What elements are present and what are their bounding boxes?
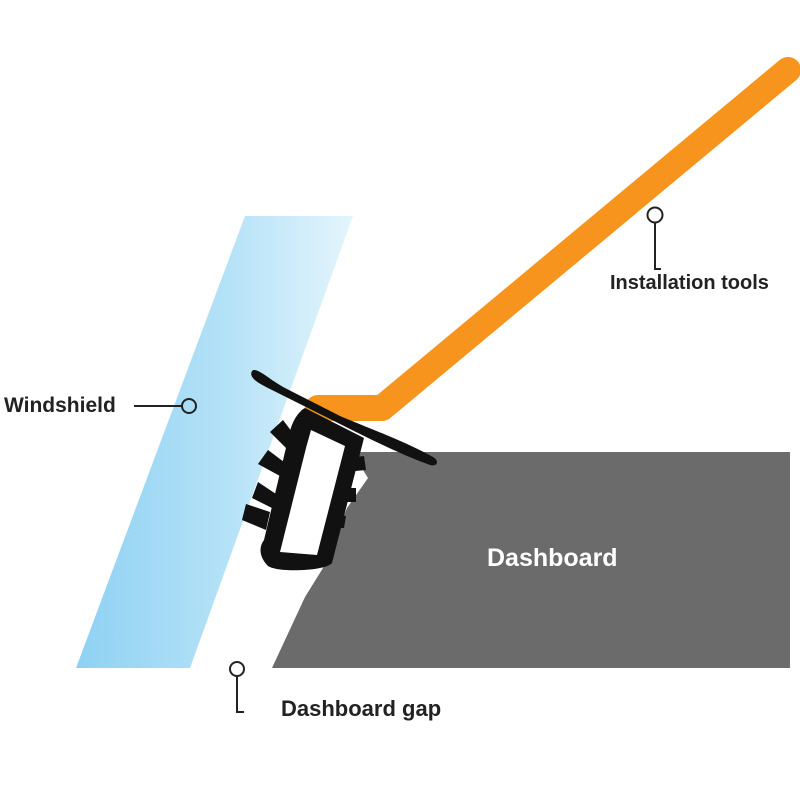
windshield-callout bbox=[134, 398, 197, 414]
seal-left-fins bbox=[242, 420, 292, 530]
windshield-label: Windshield bbox=[4, 394, 116, 417]
seal-fin-right-3 bbox=[329, 515, 346, 528]
seal-top-flange bbox=[251, 369, 437, 466]
dashboard-gap-callout bbox=[229, 661, 245, 713]
installation-tools-callout bbox=[646, 206, 664, 270]
seal-fin-left-2 bbox=[258, 450, 284, 476]
installation-tools-marker bbox=[646, 206, 664, 224]
installation-tools-leader bbox=[654, 223, 661, 270]
dashboard-gap-label: Dashboard gap bbox=[281, 696, 442, 721]
dashboard-gap-leader bbox=[236, 677, 244, 713]
installation-tool bbox=[305, 57, 800, 421]
seal-fin-left-4 bbox=[242, 504, 270, 530]
windshield-glass bbox=[76, 216, 353, 668]
seal-fin-right-1 bbox=[345, 456, 366, 472]
seal-right-fins bbox=[329, 456, 366, 528]
windshield-marker bbox=[181, 398, 197, 414]
seal-stem bbox=[260, 408, 364, 571]
dashboard-label: Dashboard bbox=[487, 544, 618, 572]
dashboard-panel bbox=[272, 452, 790, 668]
seal-fin-left-3 bbox=[252, 482, 276, 508]
installation-tools-label: Installation tools bbox=[610, 272, 769, 294]
seal-fin-left-1 bbox=[270, 420, 292, 448]
dashboard-gap-marker bbox=[229, 661, 245, 677]
seal-fin-right-2 bbox=[337, 488, 356, 502]
